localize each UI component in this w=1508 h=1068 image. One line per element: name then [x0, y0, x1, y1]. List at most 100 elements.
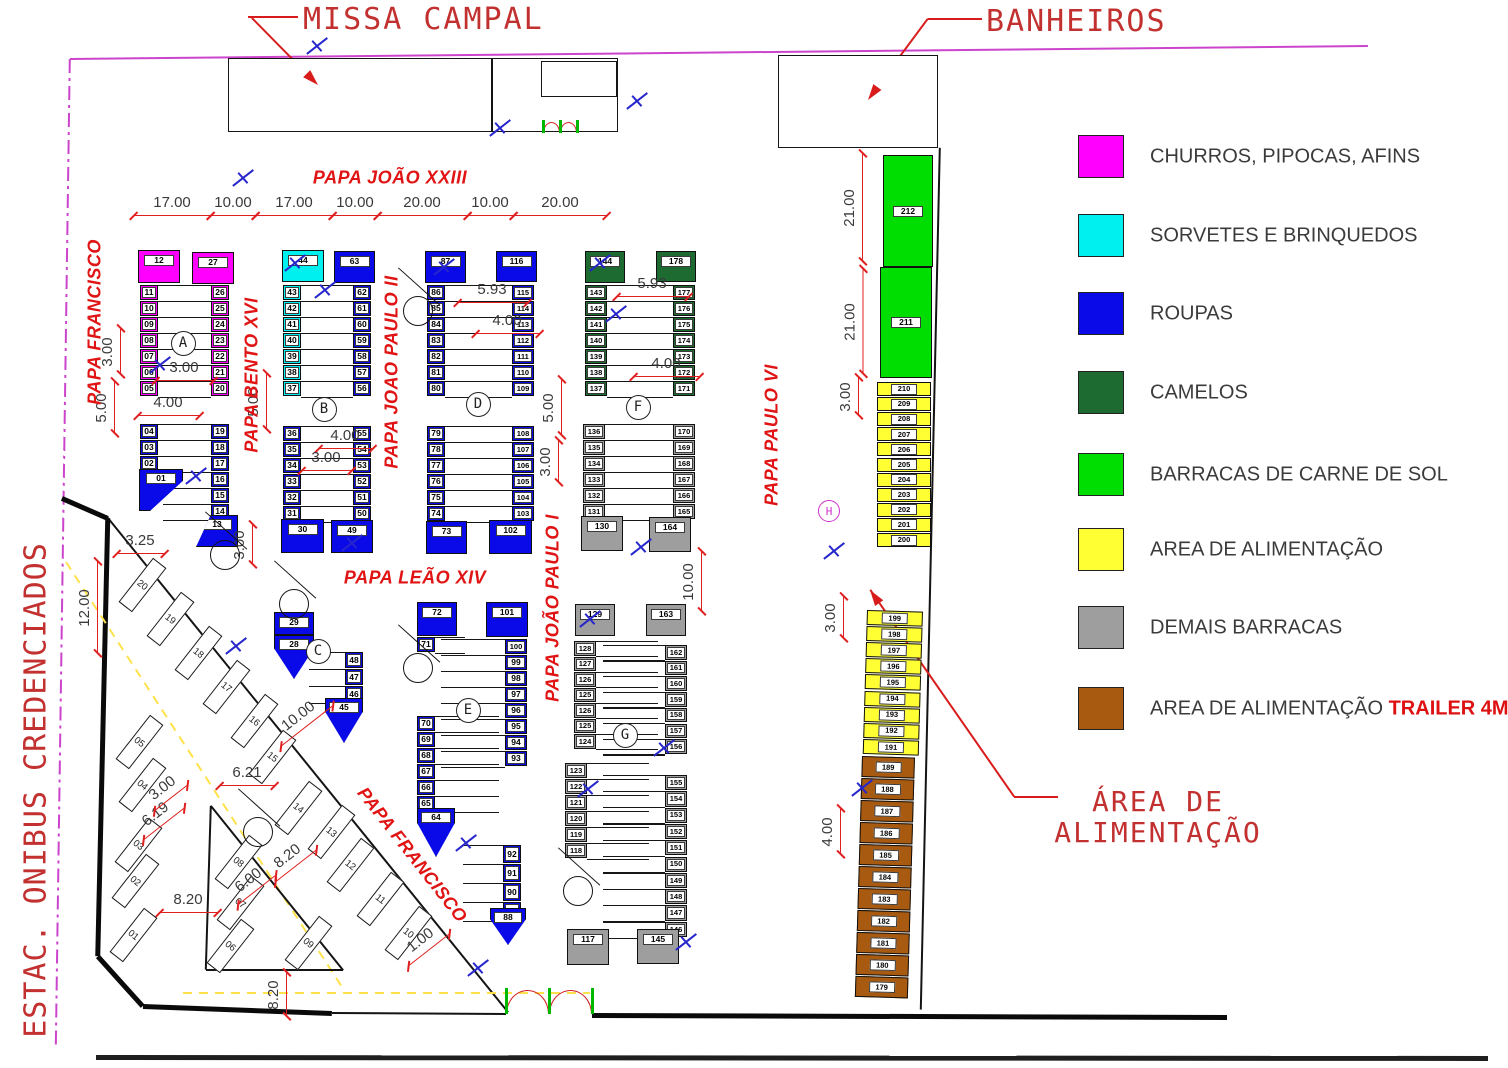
door-post-tick: [542, 120, 545, 133]
stall-number: 49: [337, 525, 367, 536]
marker-circle-G: G: [612, 722, 638, 748]
stall-number: 101: [492, 607, 522, 618]
stall-38: 38: [283, 365, 301, 380]
stall-17: 17: [211, 456, 229, 471]
legend-swatch: [1078, 371, 1124, 414]
dimension-label: 20.00: [541, 194, 579, 211]
parking-divider-line: [163, 300, 211, 302]
stall-36: 36: [283, 426, 301, 441]
stall-72: 72: [417, 602, 457, 636]
parking-divider-line: [305, 380, 353, 382]
stall-115: 115: [512, 285, 534, 300]
dimension-line: [862, 154, 864, 262]
stall-number: 72: [422, 607, 452, 618]
dimension-line: [561, 380, 563, 436]
stall-97: 97: [505, 687, 527, 702]
stall-08: 08: [140, 333, 158, 348]
stall-32: 32: [283, 490, 301, 505]
stall-number: 82: [429, 351, 443, 362]
parking-stall-number: 18: [190, 645, 207, 661]
stall-number: 83: [429, 335, 443, 346]
stall-number: 05: [142, 383, 156, 394]
parking-divider-line: [587, 762, 649, 764]
stall-number: 165: [675, 506, 693, 517]
stall-number: 80: [429, 383, 443, 394]
dimension-label: 4.00: [492, 312, 522, 329]
stall-110: 110: [512, 365, 534, 380]
stall-number: 113: [514, 319, 532, 330]
stall-number: 135: [585, 442, 603, 453]
street-label: PAPA JOÃO XXIII: [312, 167, 468, 188]
stall-05: 05: [140, 381, 158, 396]
parking-divider-line: [603, 904, 665, 907]
missa-leader-h: [248, 16, 298, 18]
stall-103: 103: [512, 506, 534, 521]
parking-divider-line: [615, 503, 673, 505]
stall-number: 119: [567, 829, 585, 840]
dimension-label: 10.00: [278, 697, 319, 735]
parking-divider-line: [441, 638, 505, 640]
stall-20: 20: [211, 381, 229, 396]
parking-divider-line: [603, 660, 665, 662]
stall-78: 78: [427, 442, 445, 457]
dimension-tick: [406, 960, 410, 973]
marker-circle-H: H: [818, 500, 840, 522]
dimension-label: 21.00: [841, 303, 858, 341]
parking-divider-line: [615, 439, 673, 441]
stall-number: 69: [419, 734, 433, 745]
stall-112: 112: [512, 333, 534, 348]
legend-item-2: ROUPAS: [1078, 292, 1498, 335]
stall-number: 120: [567, 813, 585, 824]
stall-98: 98: [505, 671, 527, 686]
stall-25: 25: [211, 301, 229, 316]
parking-triangle-bottom: [206, 969, 343, 971]
dimension-line: [252, 525, 254, 565]
stall-number: 201: [891, 519, 917, 531]
legend-item-3: CAMELOS: [1078, 371, 1498, 414]
stall-number: 211: [891, 317, 921, 328]
stall-123: 123: [565, 763, 587, 778]
stall-number: 17: [213, 458, 227, 469]
stall-84: 84: [427, 317, 445, 332]
boundary-thick-3: [96, 954, 145, 1008]
stall-number: 38: [285, 367, 299, 378]
parking-divider-line: [603, 921, 665, 923]
stall-159: 159: [665, 692, 687, 707]
stall-number: 09: [142, 319, 156, 330]
stall-171: 171: [673, 381, 695, 396]
stall-83: 83: [427, 333, 445, 348]
stall-number: 179: [868, 981, 895, 994]
stall-121: 121: [565, 795, 587, 810]
stall-number: 206: [891, 443, 917, 455]
stall-145: 145: [637, 929, 679, 964]
street-label: PAPA PAULO VI: [761, 364, 782, 506]
parking-divider-line: [435, 763, 499, 765]
dimension-line: [266, 374, 268, 430]
stall-200: 200: [877, 533, 931, 547]
legend-label: BARRACAS DE CARNE DE SOL: [1150, 463, 1448, 486]
stall-186: 186: [859, 821, 914, 845]
parking-divider-line: [441, 686, 505, 688]
stall-18: 18: [211, 440, 229, 455]
stall-168: 168: [673, 456, 695, 471]
parking-divider-line: [305, 521, 353, 523]
parking-divider-line: [463, 844, 503, 846]
stall-number: 62: [355, 287, 369, 298]
parking-divider-line: [452, 521, 512, 523]
dimension-label: 3.00: [311, 449, 341, 466]
marker-circle-B: B: [311, 396, 337, 422]
boundary-thick-4: [142, 1003, 333, 1016]
stall-10: 10: [140, 301, 158, 316]
parking-divider-line: [603, 807, 665, 809]
boundary-thick-1: [61, 495, 109, 521]
stall-number: 198: [881, 628, 908, 641]
stall-116: 116: [496, 251, 537, 282]
stall-136: 136: [583, 424, 605, 439]
dimension-line: [840, 809, 842, 855]
parking-stall-number: 08: [230, 854, 247, 870]
parking-divider-line: [435, 636, 465, 638]
stall-number: 27: [198, 257, 228, 268]
stall-number: 171: [675, 383, 693, 394]
parking-divider-line: [615, 519, 673, 521]
stall-40: 40: [283, 333, 301, 348]
